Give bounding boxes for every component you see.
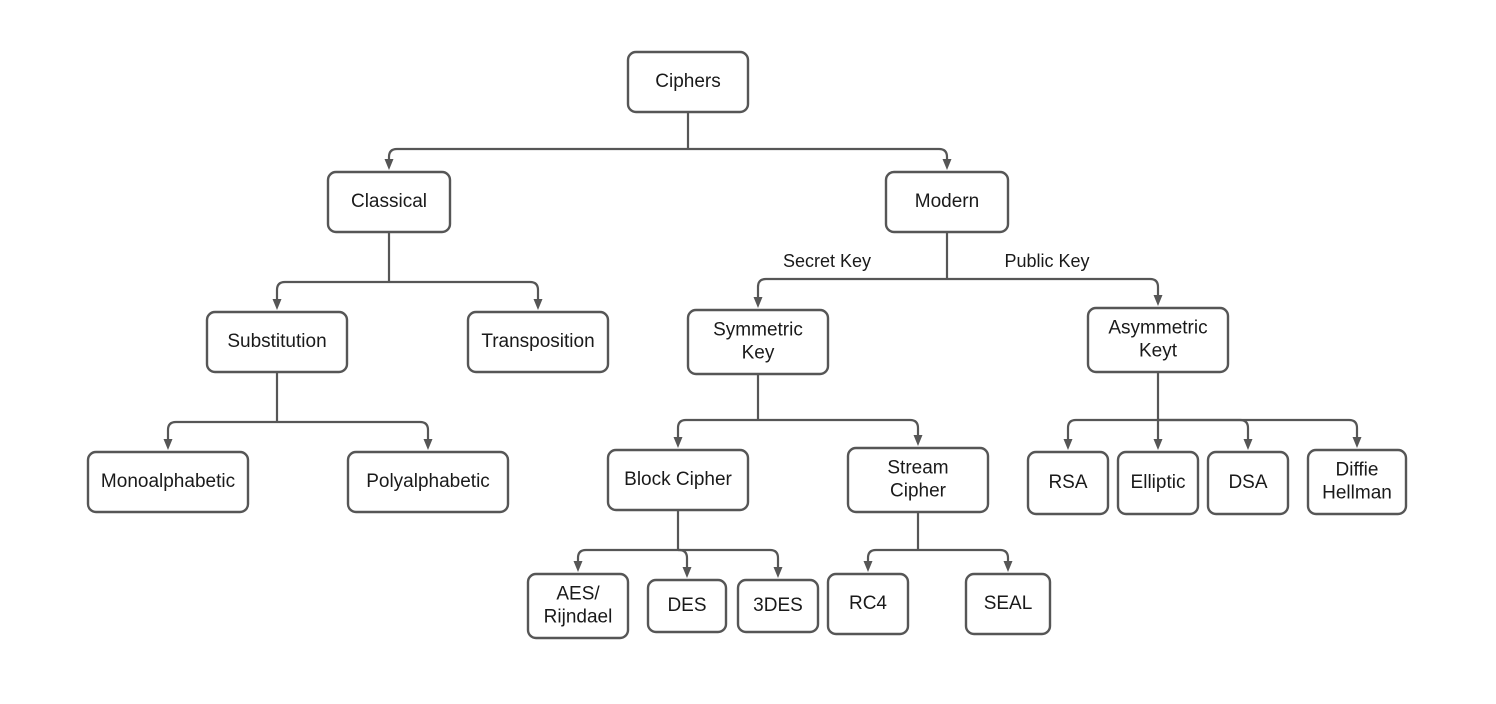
edge-classical-to-transposition — [389, 280, 540, 299]
node-seal[interactable]: SEAL — [964, 572, 1052, 636]
edge-arrowhead — [272, 299, 282, 310]
edges-layer — [163, 112, 1362, 578]
edge-label-secret-key: Secret Key — [783, 251, 871, 271]
edge-arrowhead — [533, 299, 543, 310]
node-substitution[interactable]: Substitution — [205, 310, 349, 374]
edge-modern-to-asymmetric — [947, 277, 1160, 295]
edge-arrowhead — [1063, 439, 1073, 450]
node-modern[interactable]: Modern — [884, 170, 1010, 234]
edge-arrowhead — [1003, 561, 1013, 572]
node-aes[interactable]: AES/Rijndael — [526, 572, 630, 640]
node-box-symmetric[interactable] — [686, 308, 830, 376]
edge-arrowhead — [753, 297, 763, 308]
node-box-ciphers[interactable] — [626, 50, 750, 114]
edge-arrowhead — [863, 561, 873, 572]
node-box-transposition[interactable] — [466, 310, 610, 374]
node-classical[interactable]: Classical — [326, 170, 452, 234]
node-box-seal[interactable] — [964, 572, 1052, 636]
node-box-rc4[interactable] — [826, 572, 910, 636]
edge-blockcipher-to-des — [677, 548, 689, 567]
edge-symmetric-to-blockcipher — [676, 418, 758, 437]
node-rc4[interactable]: RC4 — [826, 572, 910, 636]
edge-arrowhead — [682, 567, 692, 578]
node-blockcipher[interactable]: Block Cipher — [606, 448, 750, 512]
edge-arrowhead — [384, 159, 394, 170]
edge-arrowhead — [942, 159, 952, 170]
edge-arrowhead — [163, 439, 173, 450]
node-monoalphabetic[interactable]: Monoalphabetic — [86, 450, 250, 514]
edge-modern-to-symmetric — [756, 277, 947, 297]
edge-classical-to-substitution — [275, 280, 389, 299]
edge-arrowhead — [1352, 437, 1362, 448]
edge-asymmetric-to-diffiehellman — [1158, 418, 1359, 437]
edge-symmetric-to-streamcipher — [758, 418, 920, 435]
node-box-diffiehellman[interactable] — [1306, 448, 1408, 516]
edge-arrowhead — [773, 567, 783, 578]
edge-arrowhead — [1153, 295, 1163, 306]
edge-arrowhead — [913, 435, 923, 446]
node-des[interactable]: DES — [646, 578, 728, 634]
node-box-rsa[interactable] — [1026, 450, 1110, 516]
node-dsa[interactable]: DSA — [1206, 450, 1290, 516]
edge-arrowhead — [423, 439, 433, 450]
edge-arrowhead — [1243, 439, 1253, 450]
edge-labels-layer: Secret Key Public Key — [783, 251, 1090, 271]
node-box-modern[interactable] — [884, 170, 1010, 234]
edge-substitution-to-polyalphabetic — [277, 420, 430, 439]
edge-ciphers-to-modern — [688, 147, 949, 159]
edge-streamcipher-to-seal — [918, 548, 1010, 561]
node-box-dsa[interactable] — [1206, 450, 1290, 516]
edge-ciphers-to-classical — [387, 147, 688, 159]
edge-blockcipher-to-tripledes — [678, 548, 780, 567]
edge-asymmetric-to-dsa — [1158, 418, 1250, 439]
node-polyalphabetic[interactable]: Polyalphabetic — [346, 450, 510, 514]
node-box-classical[interactable] — [326, 170, 452, 234]
node-box-blockcipher[interactable] — [606, 448, 750, 512]
edge-blockcipher-to-aes — [576, 548, 678, 561]
node-elliptic[interactable]: Elliptic — [1116, 450, 1200, 516]
node-box-des[interactable] — [646, 578, 728, 634]
edge-label-public-key: Public Key — [1004, 251, 1089, 271]
node-box-aes[interactable] — [526, 572, 630, 640]
node-tripledes[interactable]: 3DES — [736, 578, 820, 634]
node-rsa[interactable]: RSA — [1026, 450, 1110, 516]
node-box-elliptic[interactable] — [1116, 450, 1200, 516]
edge-arrowhead — [673, 437, 683, 448]
node-box-substitution[interactable] — [205, 310, 349, 374]
node-box-polyalphabetic[interactable] — [346, 450, 510, 514]
node-box-asymmetric[interactable] — [1086, 306, 1230, 374]
edge-streamcipher-to-rc4 — [866, 548, 918, 561]
node-ciphers[interactable]: Ciphers — [626, 50, 750, 114]
edge-arrowhead — [573, 561, 583, 572]
node-transposition[interactable]: Transposition — [466, 310, 610, 374]
node-box-streamcipher[interactable] — [846, 446, 990, 514]
node-box-monoalphabetic[interactable] — [86, 450, 250, 514]
node-box-tripledes[interactable] — [736, 578, 820, 634]
edge-substitution-to-monoalphabetic — [166, 420, 277, 439]
edge-arrowhead — [1153, 439, 1163, 450]
edge-asymmetric-to-rsa — [1066, 418, 1158, 439]
